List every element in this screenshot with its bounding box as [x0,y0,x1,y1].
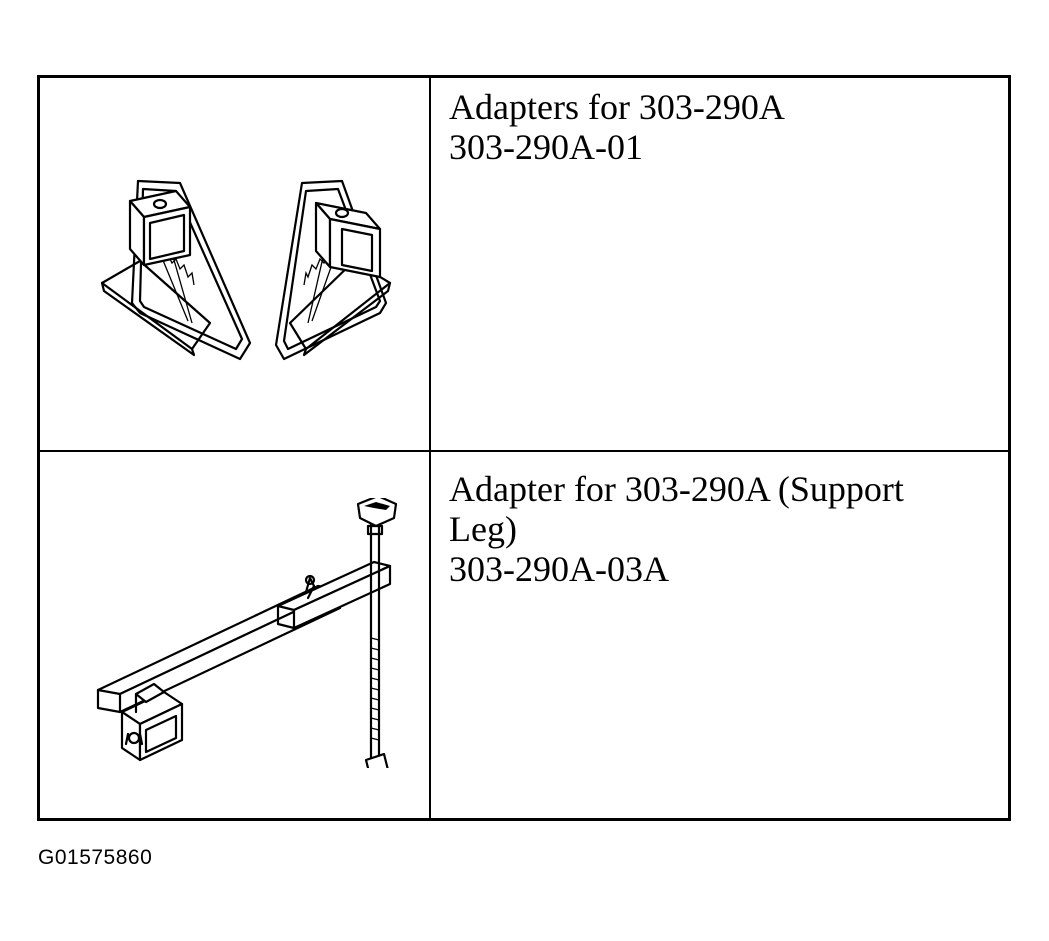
bracket-adapters-pair-icon [80,173,400,378]
support-leg-adapter-icon [78,494,418,814]
tool-description-row-1: Adapters for 303-290A 303-290A-01 [449,87,999,167]
right-adapter-bracket [274,179,392,361]
special-tools-table: Adapters for 303-290A 303-290A-01 [37,75,1011,821]
tool-description-row-2: Adapter for 303-290A (Support Leg) 303-2… [449,469,999,589]
tool-name: Adapters for 303-290A [449,87,785,127]
left-adapter-bracket [100,179,252,361]
row-divider [40,450,1008,452]
figure-id: G01575860 [38,846,153,869]
tool-part-number: 303-290A-03A [449,549,669,589]
column-divider [429,78,431,818]
tool-name-line-2: Leg) [449,509,517,549]
tool-part-number: 303-290A-01 [449,127,643,167]
tool-name-line-1: Adapter for 303-290A (Support [449,469,904,509]
